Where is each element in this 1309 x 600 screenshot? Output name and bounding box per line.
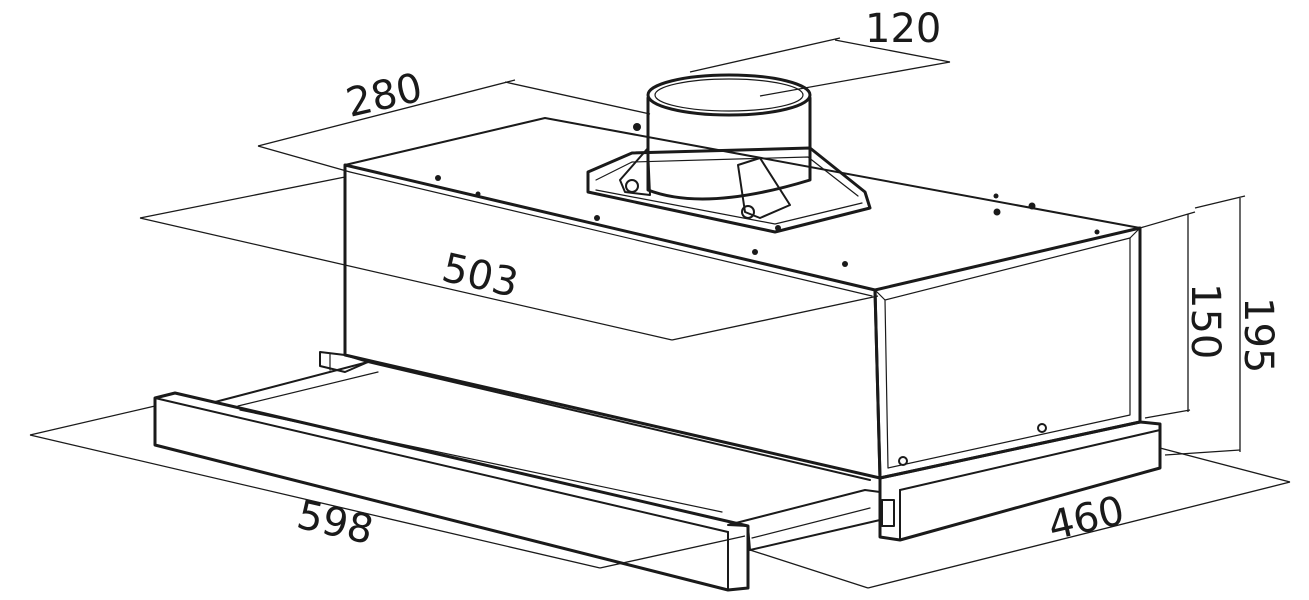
- dim-503-line: [139, 217, 673, 341]
- drawer-back-edge: [367, 361, 871, 481]
- hood-body: [343, 117, 1142, 480]
- screw-hole: [752, 249, 758, 255]
- side-screw: [1037, 423, 1047, 433]
- outlet-collar-top: [646, 73, 812, 117]
- drawer-left-rail: [214, 361, 369, 403]
- rail-latch: [881, 499, 895, 527]
- flange-bolt: [625, 179, 639, 193]
- front-trim-bar: [153, 391, 750, 592]
- screw-hole: [1028, 202, 1036, 210]
- body-front-face: [343, 163, 882, 480]
- dim-label-120: 120: [865, 6, 941, 52]
- outlet-bracket-left: [619, 147, 651, 196]
- telescopic-drawer: [153, 351, 1162, 592]
- dim-195-ext-top: [1194, 195, 1246, 209]
- dim-460-ext-left: [749, 549, 869, 589]
- side-base-rail-top: [899, 429, 1161, 491]
- screw-hole: [633, 123, 641, 131]
- body-side-inner: [884, 237, 1131, 469]
- dim-150-ext-top: [1139, 211, 1196, 229]
- side-screw: [898, 456, 908, 466]
- dim-label-280: 280: [342, 65, 427, 127]
- body-front-inner-top: [349, 171, 873, 297]
- drawer-right-rail-inner: [751, 507, 871, 539]
- screw-hole: [1094, 229, 1100, 235]
- body-side-chamfer-2: [1129, 227, 1141, 239]
- outlet-bracket-right: [737, 157, 791, 219]
- dim-195-ext-bottom: [1164, 449, 1241, 456]
- body-side-face: [873, 226, 1142, 480]
- dim-280-ext-right: [504, 81, 651, 115]
- dim-label-195: 195: [1235, 297, 1281, 373]
- screw-hole: [993, 193, 999, 199]
- dim-503-ext-left: [139, 176, 346, 219]
- dim-503-ext-right: [671, 295, 879, 341]
- drawer-left-rail-inner: [237, 371, 379, 407]
- screw-hole: [993, 208, 1001, 216]
- outlet-flange: [586, 146, 872, 234]
- dim-label-150: 150: [1182, 283, 1228, 359]
- dim-label-503: 503: [438, 245, 523, 307]
- outlet-flange-inner: [595, 156, 859, 197]
- side-base-rail: [878, 420, 1162, 542]
- dim-280-line: [257, 79, 516, 147]
- dim-460-line: [867, 481, 1291, 589]
- dim-120-upper: [689, 37, 841, 73]
- dim-150-ext-bottom: [1144, 409, 1191, 419]
- dim-598-ext-left: [29, 405, 156, 436]
- dim-598-line: [29, 434, 601, 569]
- screw-hole: [475, 191, 481, 197]
- outlet: [586, 73, 872, 234]
- front-trim-top-edge: [154, 397, 729, 533]
- screw-hole: [842, 261, 848, 267]
- outlet-collar-rim: [654, 78, 804, 112]
- screw-hole: [435, 175, 441, 181]
- outlet-flange-lower: [595, 189, 863, 225]
- dim-460-ext-right: [1159, 447, 1291, 483]
- flange-bolt: [741, 205, 755, 219]
- dim-120-line: [834, 39, 951, 63]
- drawer-right-rail: [727, 489, 881, 551]
- screw-hole: [594, 215, 600, 221]
- dimension-labels: 120 280 503 598 460 150 195: [293, 6, 1281, 554]
- dim-label-598: 598: [293, 492, 378, 554]
- outlet-collar-body: [646, 96, 812, 201]
- drawer-bracket-left: [319, 351, 369, 373]
- dim-120-lower: [759, 61, 951, 97]
- dim-280-ext-left: [257, 145, 351, 173]
- body-side-chamfer-1: [874, 289, 886, 301]
